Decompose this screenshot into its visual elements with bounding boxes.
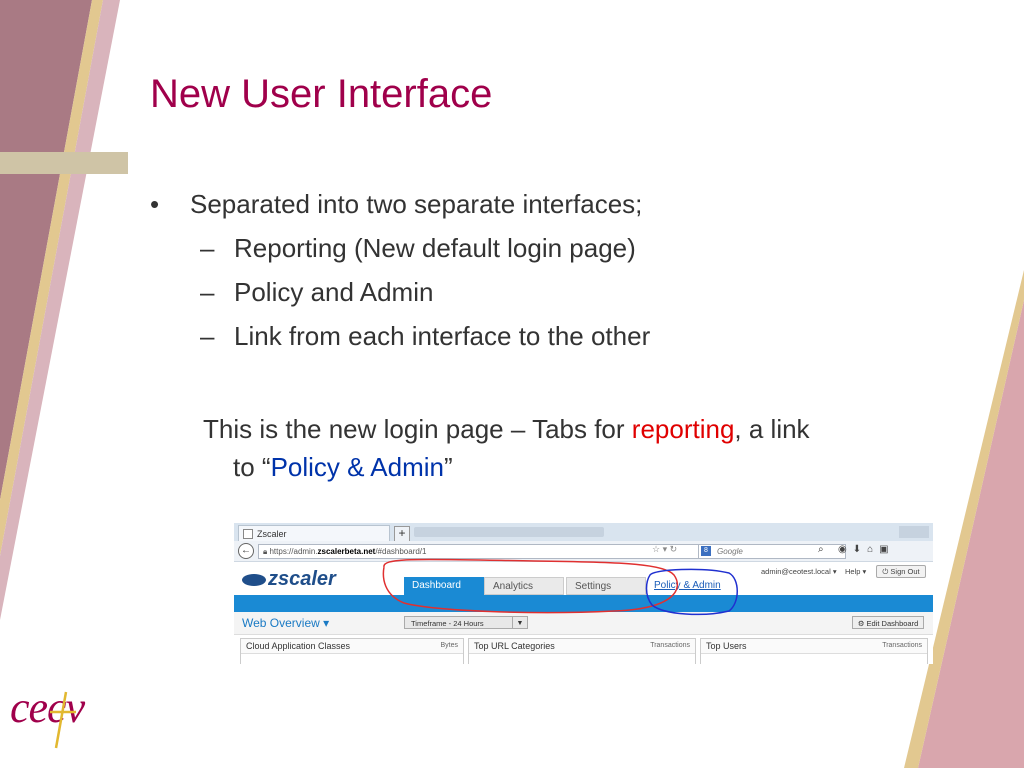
edit-dashboard-label: Edit Dashboard	[866, 619, 919, 628]
lock-icon: 🔒︎	[263, 547, 270, 556]
zscaler-logo: zscaler	[242, 568, 336, 591]
blurred-tab	[414, 527, 604, 537]
note-text: ”	[443, 452, 453, 482]
search-input[interactable]: 8 Google	[698, 544, 846, 559]
sign-out-button[interactable]: ⏻ Sign Out	[876, 565, 926, 578]
note-highlight-policy: Policy & Admin	[270, 452, 444, 482]
note-highlight-reporting: reporting	[631, 414, 735, 444]
nav-band	[234, 595, 933, 612]
bullet-dot: •	[150, 189, 160, 219]
web-overview-dropdown[interactable]: Web Overview ▾	[242, 616, 330, 630]
note-text: This is the new login page – Tabs for	[203, 414, 632, 444]
toolbar-icons[interactable]: ◉⬇⌂▣	[838, 544, 895, 555]
zscaler-screenshot: Zscaler + ← 🔒︎ https://admin.zscalerbeta…	[234, 523, 933, 664]
panel-title: Cloud Application Classes	[246, 641, 351, 651]
back-arrow-icon[interactable]: ←	[238, 543, 254, 559]
search-icon[interactable]: ⌕	[818, 544, 824, 555]
app-header: zscaler Dashboard Analytics Settings Pol…	[234, 562, 933, 595]
sub-bullet-text: Policy and Admin	[234, 277, 434, 307]
cecv-logo-text: cecv	[10, 683, 85, 732]
sub-bullet-text: Link from each interface to the other	[234, 321, 651, 351]
tab-settings[interactable]: Settings	[566, 577, 646, 595]
sub-bullet-text: Reporting (New default login page)	[234, 233, 636, 263]
new-tab-button[interactable]: +	[394, 526, 410, 542]
power-icon: ⏻	[882, 567, 891, 576]
panel-unit: Transactions	[882, 642, 922, 649]
main-bullet-text: Separated into two separate interfaces;	[190, 189, 643, 219]
slide-title: New User Interface	[150, 72, 493, 116]
chevron-down-icon: ▼	[512, 617, 527, 629]
cecv-logo: cecv	[10, 682, 85, 749]
panel-unit: Bytes	[440, 642, 458, 649]
url-prefix: https://admin.	[269, 547, 318, 556]
policy-admin-link[interactable]: Policy & Admin	[654, 580, 721, 591]
note-text: to “	[233, 452, 271, 482]
edit-dashboard-button[interactable]: ⚙ Edit Dashboard	[852, 616, 924, 629]
sub-bullet: –Policy and Admin	[150, 274, 950, 310]
brand-name: zscaler	[268, 568, 336, 590]
page-icon	[243, 529, 253, 539]
sub-bullet-dash: –	[200, 321, 215, 351]
sub-bullet-dash: –	[200, 233, 215, 263]
timeframe-select[interactable]: Timeframe - 24 Hours ▼	[404, 616, 528, 629]
dashboard-toolbar: Web Overview ▾ Timeframe - 24 Hours ▼ ⚙ E…	[234, 612, 933, 635]
note-line-2: to “Policy & Admin”	[203, 448, 943, 486]
cross-mark-icon	[50, 691, 76, 749]
browser-tab-title: Zscaler	[257, 529, 287, 539]
login-page-note: This is the new login page – Tabs for re…	[203, 410, 943, 486]
tab-dashboard[interactable]: Dashboard	[404, 577, 484, 595]
bullet-list: • Separated into two separate interfaces;…	[150, 186, 950, 354]
panel-top-users: Top Users Transactions	[700, 638, 928, 664]
panel-cloud-application-classes: Cloud Application Classes Bytes	[240, 638, 464, 664]
timeframe-value: Timeframe - 24 Hours	[411, 619, 484, 628]
panel-unit: Transactions	[650, 642, 690, 649]
panel-title: Top Users	[706, 641, 747, 651]
sub-bullet: –Link from each interface to the other	[150, 318, 950, 354]
sign-out-label: Sign Out	[890, 567, 920, 576]
panel-title: Top URL Categories	[474, 641, 555, 651]
url-domain: zscalerbeta.net	[317, 547, 376, 556]
url-path: /#dashboard/1	[375, 547, 427, 556]
search-placeholder: Google	[717, 547, 743, 556]
zscaler-logo-icon	[242, 573, 266, 586]
search-engine-icon: 8	[701, 546, 711, 556]
star-reload-icons[interactable]: ☆ ▾ ↻	[652, 544, 678, 554]
tab-analytics[interactable]: Analytics	[484, 577, 564, 595]
address-bar[interactable]: 🔒︎ https://admin.zscalerbeta.net/#dashbo…	[258, 544, 700, 559]
help-menu[interactable]: Help ▾	[845, 567, 867, 576]
gear-icon: ⚙	[857, 619, 867, 628]
user-menu[interactable]: admin@ceotest.local ▾	[761, 567, 837, 576]
panel-top-url-categories: Top URL Categories Transactions	[468, 638, 696, 664]
browser-tab[interactable]: Zscaler	[238, 525, 390, 542]
browser-tab-bar: Zscaler +	[234, 523, 933, 542]
sub-bullet-dash: –	[200, 277, 215, 307]
browser-nav-bar: ← 🔒︎ https://admin.zscalerbeta.net/#dash…	[234, 541, 933, 562]
note-text: , a link	[734, 414, 810, 444]
blurred-button	[899, 526, 929, 538]
sub-bullet: –Reporting (New default login page)	[150, 230, 950, 266]
main-bullet: • Separated into two separate interfaces;	[150, 186, 950, 222]
